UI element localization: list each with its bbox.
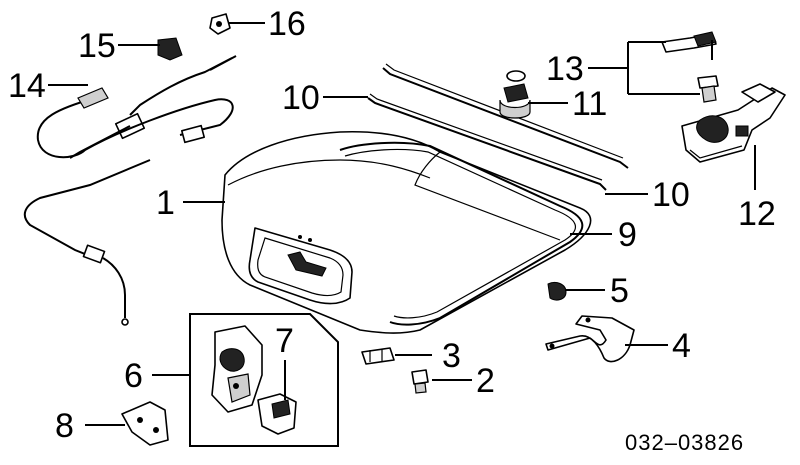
rubber-bumper xyxy=(499,70,531,119)
trunk-lid xyxy=(221,130,592,334)
mounting-bolt xyxy=(411,369,429,394)
callout-15: 15 xyxy=(78,27,116,65)
trunk-hinge xyxy=(545,315,635,363)
callout-labels: 1 2 3 4 5 6 7 8 9 10 10 11 12 13 14 15 1… xyxy=(8,5,776,445)
leader-lines xyxy=(48,22,756,426)
trunk-stopper xyxy=(361,347,395,365)
latch-inset-box xyxy=(189,313,339,447)
weatherstrip-seal xyxy=(339,141,584,326)
callout-14: 14 xyxy=(8,67,46,105)
callout-8: 8 xyxy=(55,407,74,445)
opener-cable-assembly xyxy=(23,13,237,326)
callout-2: 2 xyxy=(476,362,495,400)
callout-3: 3 xyxy=(442,337,461,375)
callout-10-upper: 10 xyxy=(282,79,320,117)
callout-4: 4 xyxy=(672,327,691,365)
hinge-clip xyxy=(547,281,567,301)
torsion-rods xyxy=(367,63,629,191)
callout-1: 1 xyxy=(156,184,175,222)
callout-9: 9 xyxy=(618,216,637,254)
actuator-rod-grommet xyxy=(661,31,719,103)
callout-13: 13 xyxy=(546,50,584,88)
callout-12: 12 xyxy=(738,195,776,233)
part-code: 032–03826 xyxy=(625,430,744,455)
callout-7: 7 xyxy=(275,322,294,360)
callout-16: 16 xyxy=(268,5,306,43)
callout-6: 6 xyxy=(124,357,143,395)
callout-5: 5 xyxy=(610,272,629,310)
callout-10-lower: 10 xyxy=(652,176,690,214)
trunk-latch-actuator xyxy=(681,83,786,163)
latch-bracket xyxy=(121,401,169,446)
callout-11: 11 xyxy=(572,85,607,123)
